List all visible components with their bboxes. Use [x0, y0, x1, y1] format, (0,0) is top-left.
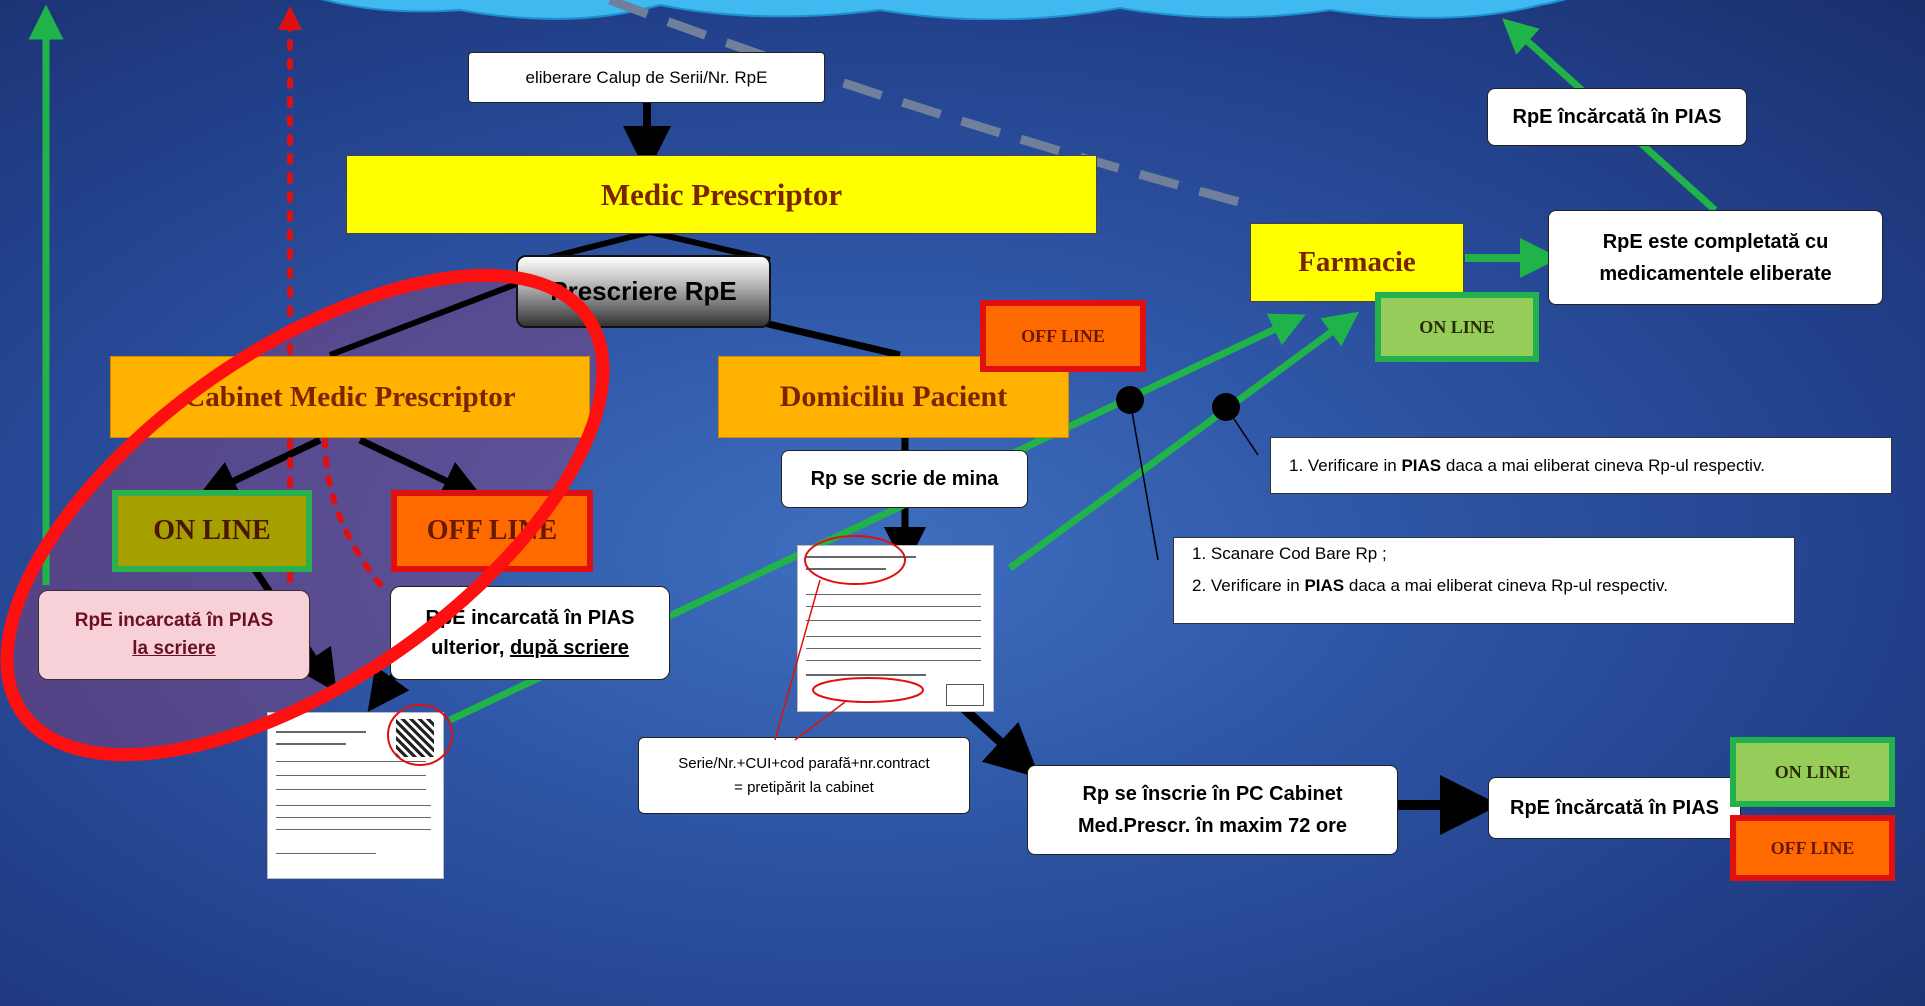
rpe-dupa-scriere-box: RpE incarcată în PIAS ulterior, după scr… — [390, 586, 670, 680]
serie-line2: = pretipărit la cabinet — [734, 778, 874, 796]
arrow-cabinet-to-offline — [358, 436, 484, 500]
serie-nr-box: Serie/Nr.+CUI+cod parafă+nr.contract = p… — [638, 737, 970, 814]
rpe-dupa-line1: RpE incarcată în PIAS — [425, 607, 635, 629]
callout-circle-header — [804, 535, 906, 585]
red-dotted-curve — [322, 437, 388, 593]
rpe-completata-box: RpE este completată cu medicamentele eli… — [1548, 210, 1883, 305]
rpe-la-scriere-line1: RpE incarcată în PIAS — [74, 609, 274, 631]
rpe-completata-line2: medicamentele eliberate — [1599, 262, 1832, 285]
callout-circle-qr — [387, 704, 453, 766]
prescription-doc-domiciliu — [797, 545, 994, 712]
callout-circle-serie — [812, 677, 924, 703]
rpe-la-scriere-line2: la scriere — [132, 638, 216, 659]
eliberare-box: eliberare Calup de Serii/Nr. RpE — [468, 52, 825, 103]
online-bottom-badge: ON LINE — [1730, 737, 1895, 807]
note-verificare-1: 1. Verificare in PIAS daca a mai elibera… — [1270, 437, 1892, 494]
note2-line2: 2. Verificare in PIAS daca a mai elibera… — [1192, 576, 1668, 596]
rpe-dupa-line2: ulterior, după scriere — [431, 637, 629, 659]
online-left-badge: ON LINE — [112, 490, 312, 572]
rp-inscrie-pc-box: Rp se înscrie în PC Cabinet Med.Prescr. … — [1027, 765, 1398, 855]
rpe-incarcata-top-box: RpE încărcată în PIAS — [1487, 88, 1747, 146]
farmacie-box: Farmacie — [1250, 223, 1464, 302]
dashed-line-to-farmacie — [608, 0, 1252, 210]
online-farmacie-badge: ON LINE — [1375, 292, 1539, 362]
medic-prescriptor-box: Medic Prescriptor — [346, 155, 1097, 234]
qr-code — [396, 719, 434, 757]
rp-se-scrie-box: Rp se scrie de mina — [781, 450, 1028, 508]
prescription-doc-cabinet — [267, 712, 444, 879]
rp-inscrie-line1: Rp se înscrie în PC Cabinet — [1082, 783, 1343, 805]
rpe-la-scriere-box: RpE incarcată în PIAS la scriere — [38, 590, 310, 680]
arrow-doc-to-pc-cabinet — [956, 701, 1040, 779]
arrow-cabinet-to-online — [196, 436, 322, 500]
rp-inscrie-line2: Med.Prescr. în maxim 72 ore — [1077, 815, 1348, 837]
rpe-completata-line1: RpE este completată cu — [1602, 230, 1829, 253]
cabinet-medic-box: Cabinet Medic Prescriptor — [110, 356, 590, 438]
green-arrow-domiciliu-to-farmacie — [1007, 311, 1360, 571]
serie-line1: Serie/Nr.+CUI+cod parafă+nr.contract — [678, 754, 930, 772]
highlight-ellipse-outline — [0, 268, 610, 762]
offline-bottom-badge: OFF LINE — [1730, 815, 1895, 881]
note2-line1: 1. Scanare Cod Bare Rp ; — [1192, 544, 1387, 563]
note-scanare-verificare: 1. Scanare Cod Bare Rp ; 2. Verificare i… — [1173, 537, 1795, 624]
offline-domiciliu-badge: OFF LINE — [980, 300, 1146, 372]
rpe-incarcata-bottom-box: RpE încărcată în PIAS — [1488, 777, 1741, 839]
